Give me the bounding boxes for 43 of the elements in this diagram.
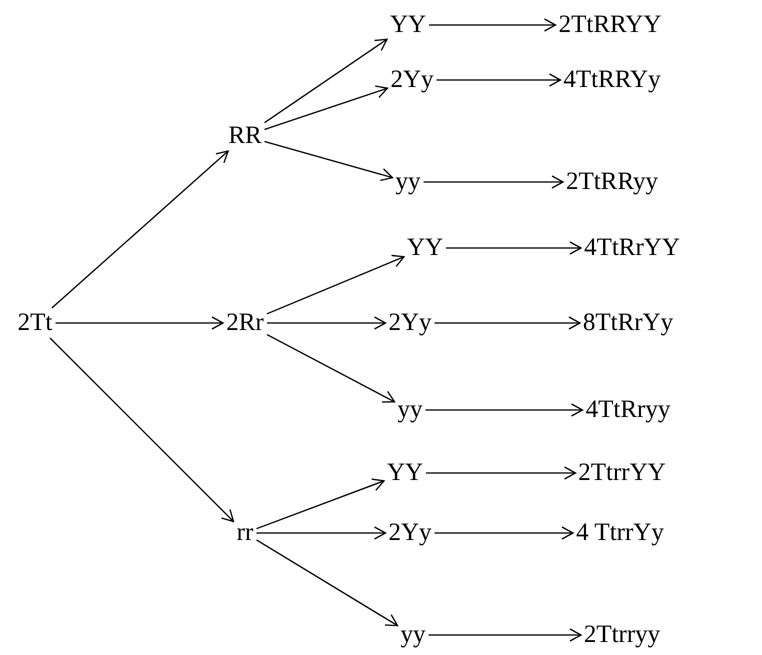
genotype-label: YY — [386, 459, 424, 487]
arrow — [424, 175, 564, 189]
genotype-label: 2Ttrryy — [584, 621, 660, 649]
genotype-label: YY — [390, 11, 426, 39]
arrow — [264, 85, 388, 130]
genotype-label: 8TtRrYy — [582, 309, 674, 337]
genotype-label: yy — [400, 621, 426, 649]
arrow — [434, 526, 574, 540]
genotype-label: yy — [398, 396, 422, 424]
arrow — [426, 403, 584, 417]
arrow — [256, 526, 386, 540]
arrow — [51, 150, 229, 308]
arrow — [264, 38, 388, 124]
genotype-label: 4TtRRYy — [563, 66, 661, 94]
arrow — [428, 628, 582, 642]
genotype-label: RR — [228, 122, 262, 150]
arrow — [256, 478, 385, 530]
arrow — [264, 140, 394, 182]
genotype-label: 2TtrrYY — [578, 459, 666, 487]
arrow — [434, 316, 581, 330]
arrow — [266, 334, 396, 403]
genotype-label: rr — [236, 519, 254, 547]
genotype-label: YY — [406, 234, 444, 262]
arrow — [426, 466, 576, 480]
genotype-label: 4TtRryy — [586, 396, 670, 424]
arrow — [446, 241, 582, 255]
genotype-label: 2TtRRyy — [566, 168, 658, 196]
arrow — [429, 18, 556, 32]
genotype-label: 2Yy — [388, 309, 432, 337]
genotype-label: 2Tt — [18, 309, 52, 337]
genotype-label: 4TtRrYY — [584, 234, 680, 262]
genotype-label: yy — [396, 168, 420, 196]
arrow — [256, 539, 398, 626]
genotype-label: 4 TtrrYy — [576, 519, 664, 547]
genotype-label: 2Yy — [388, 519, 432, 547]
arrow — [436, 73, 562, 87]
arrow — [50, 338, 234, 522]
genotype-label: 2TtRRYY — [558, 11, 662, 39]
genotype-label: 2Rr — [226, 309, 264, 337]
arrow — [267, 316, 386, 330]
genotype-label: 2Yy — [390, 66, 434, 94]
arrow — [56, 316, 224, 330]
arrow — [266, 254, 405, 314]
